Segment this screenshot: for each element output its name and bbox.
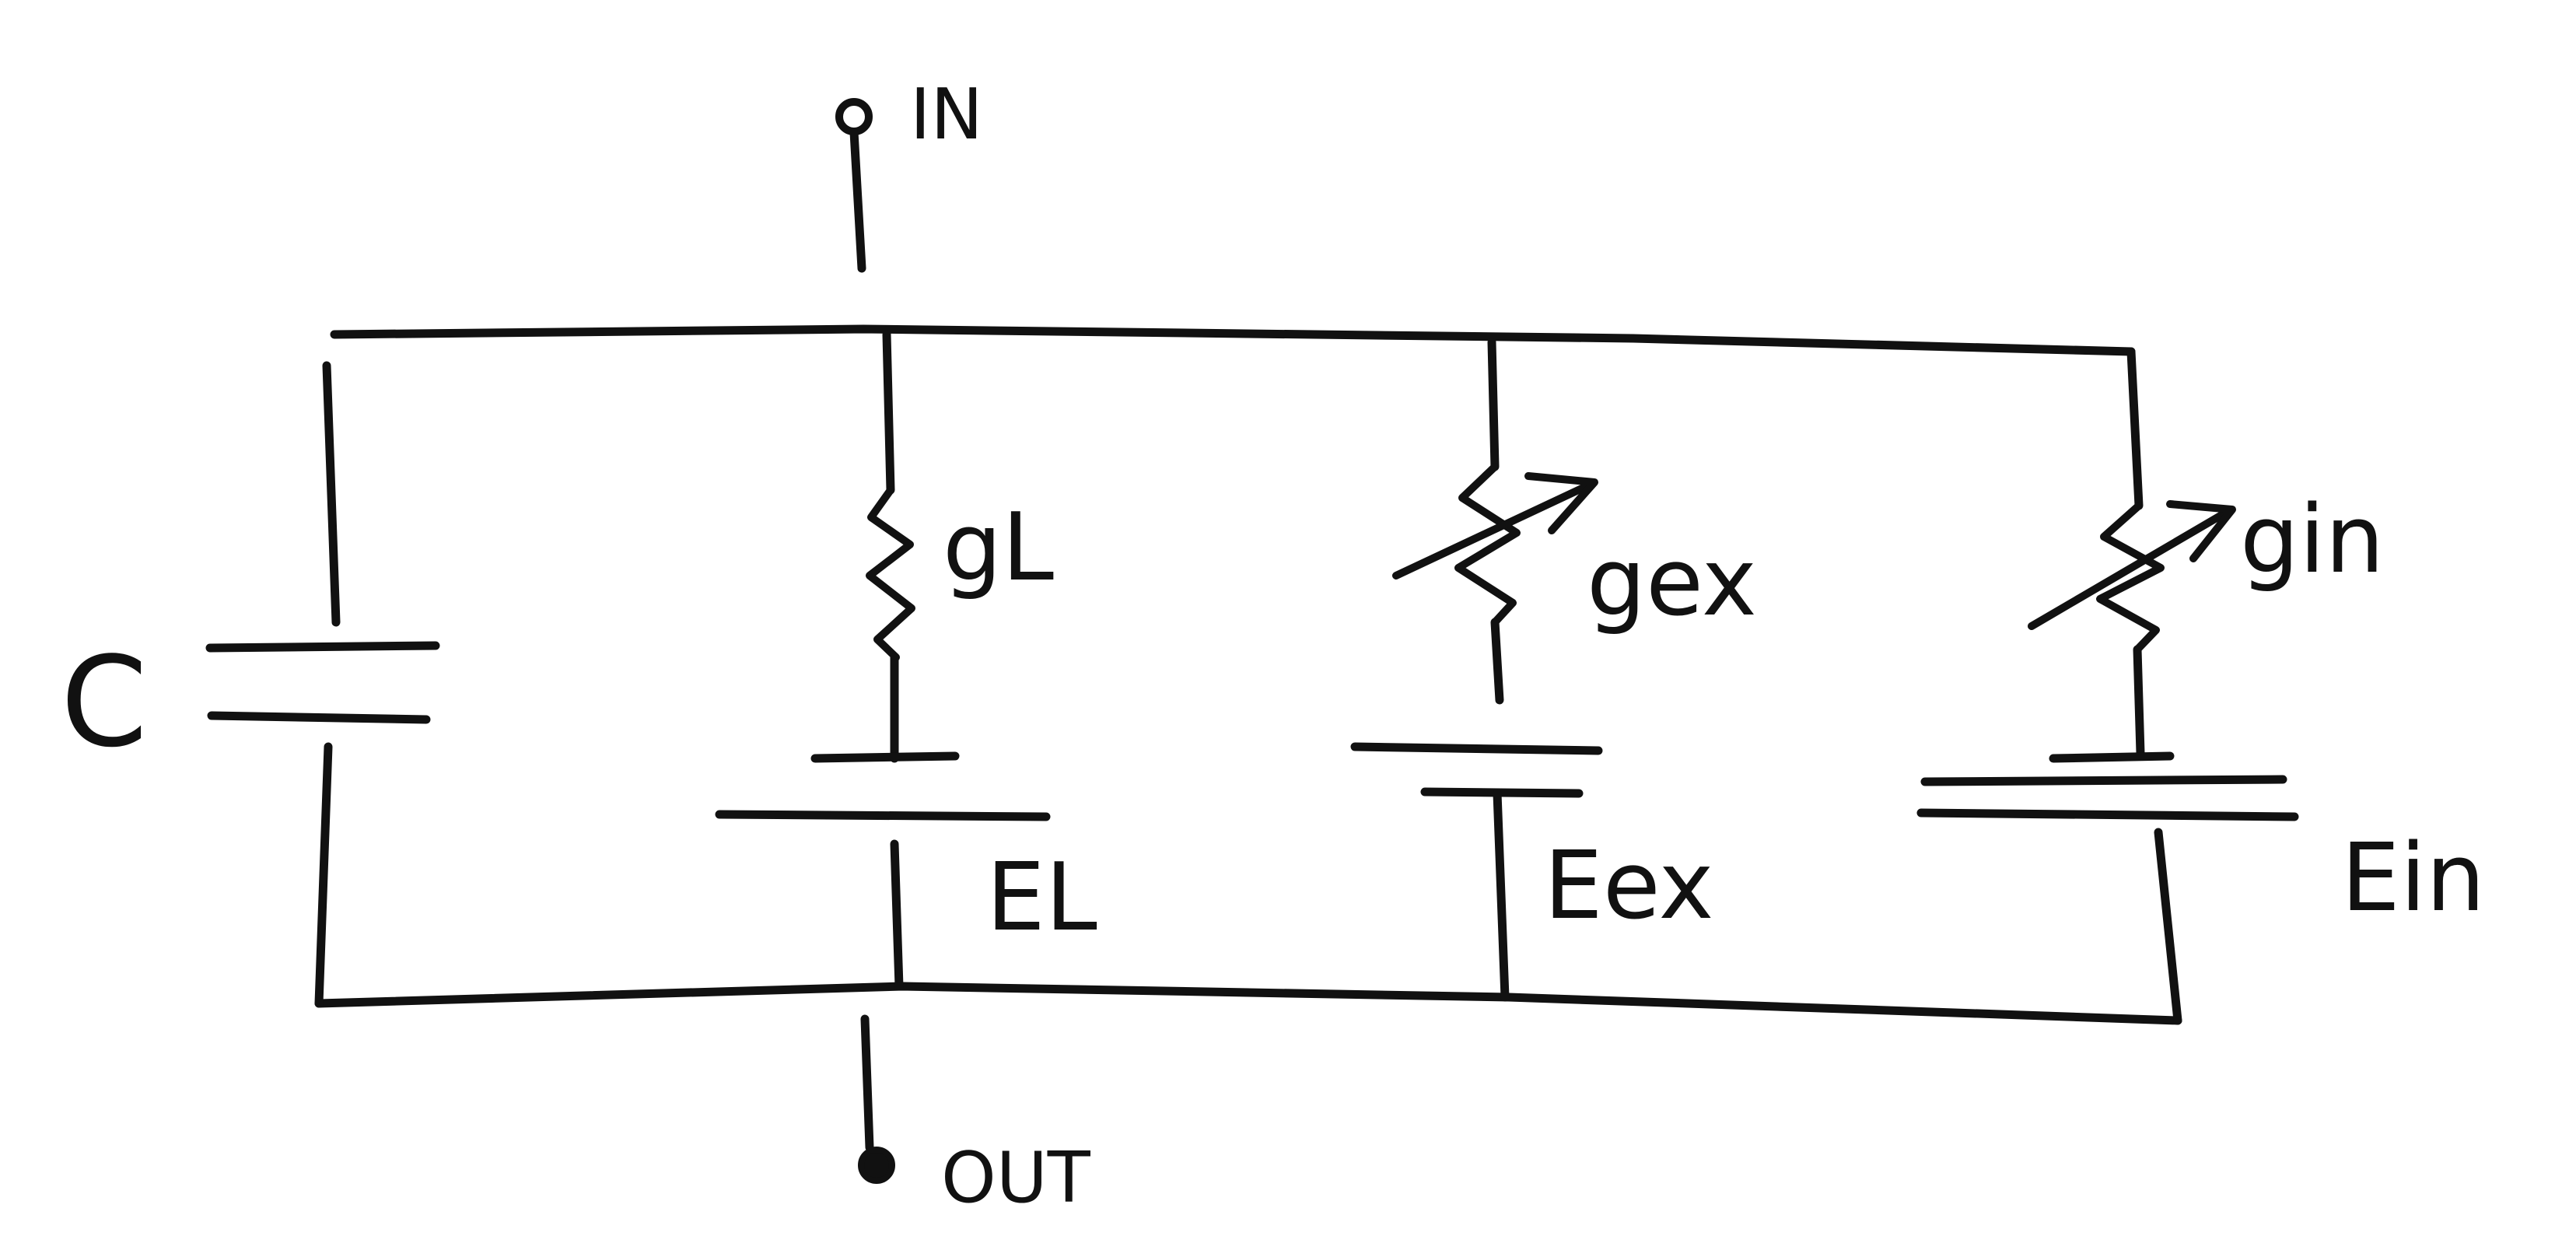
inhibitory-plate-mark: [2049, 751, 2175, 763]
leak-conductance-label: gL: [943, 494, 1054, 602]
output-lead: [860, 1014, 874, 1152]
inhibitory-battery-long-plate: [1916, 808, 2299, 821]
excitatory-battery-long-plate: [1420, 787, 1584, 798]
leak-battery-long-plate: [715, 810, 1051, 821]
excitatory-battery-short-plate: [1350, 742, 1603, 755]
output-label: OUT: [941, 1137, 1091, 1219]
leak-branch: gL EL: [715, 330, 1097, 991]
inhibitory-conductance-label: gin: [2240, 486, 2385, 594]
leak-battery-short-plate: [810, 751, 960, 763]
excitatory-variable-arrow: [1392, 482, 1591, 579]
excitatory-arrowhead: [1524, 472, 1598, 534]
leak-resistor-zigzag: [866, 486, 915, 661]
capacitor-plate-top: [205, 641, 440, 653]
excitatory-reversal-label: Eex: [1544, 832, 1714, 940]
inhibitory-branch: gin Ein: [1916, 347, 2485, 1025]
excitatory-branch: gex Eex: [1350, 338, 1757, 1002]
leak-reversal-label: EL: [986, 844, 1097, 952]
excitatory-resistor-zigzag: [1454, 463, 1521, 626]
inhibitory-arrowhead: [2166, 500, 2236, 562]
excitatory-conductance-label: gex: [1587, 529, 1757, 637]
bottom-rail: [314, 982, 2182, 1025]
top-rail: [330, 324, 2136, 356]
capacitor-branch: C: [61, 361, 440, 1008]
inhibitory-reversal-label: Ein: [2341, 825, 2485, 933]
capacitor-plate-bottom: [207, 711, 431, 724]
inhibitory-resistor-zigzag: [2096, 502, 2165, 653]
input-terminal: [835, 98, 873, 135]
capacitor-label: C: [61, 629, 148, 775]
output-terminal: [858, 1147, 895, 1184]
inhibitory-battery-short-plate: [1920, 775, 2287, 786]
inhibitory-variable-arrow: [2028, 509, 2228, 630]
input-lead: [849, 128, 866, 273]
input-label: IN: [910, 74, 983, 156]
